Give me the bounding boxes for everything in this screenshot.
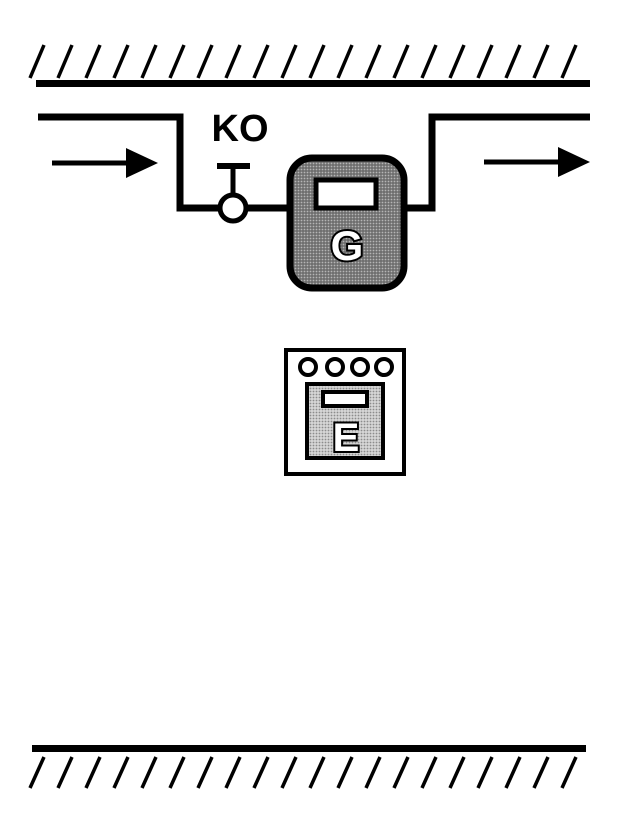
floor-hatch-marks [28, 756, 578, 789]
arrow-right-icon [52, 148, 158, 178]
ceiling-line [36, 80, 590, 87]
floor-line [32, 745, 586, 752]
electric-meter-display [321, 390, 369, 408]
ceiling-hatch-marks [28, 44, 578, 79]
hatched-floor [28, 745, 586, 789]
shutoff-valve-icon [217, 163, 250, 224]
arrow-right-icon [484, 147, 590, 177]
electric-meter-icon [284, 348, 406, 476]
gas-meter-display [313, 177, 379, 211]
electric-meter-body [305, 382, 385, 460]
pipe [38, 113, 590, 212]
gas-meter-icon [286, 154, 408, 292]
pipe-inlet [38, 113, 221, 212]
valve-label: KO [212, 108, 269, 150]
electric-meter-dials [298, 357, 394, 377]
gas-meter-label: G [331, 222, 364, 269]
pipe-outlet [404, 113, 590, 212]
hatched-ceiling [28, 44, 590, 87]
electric-meter-label: E [333, 416, 360, 460]
